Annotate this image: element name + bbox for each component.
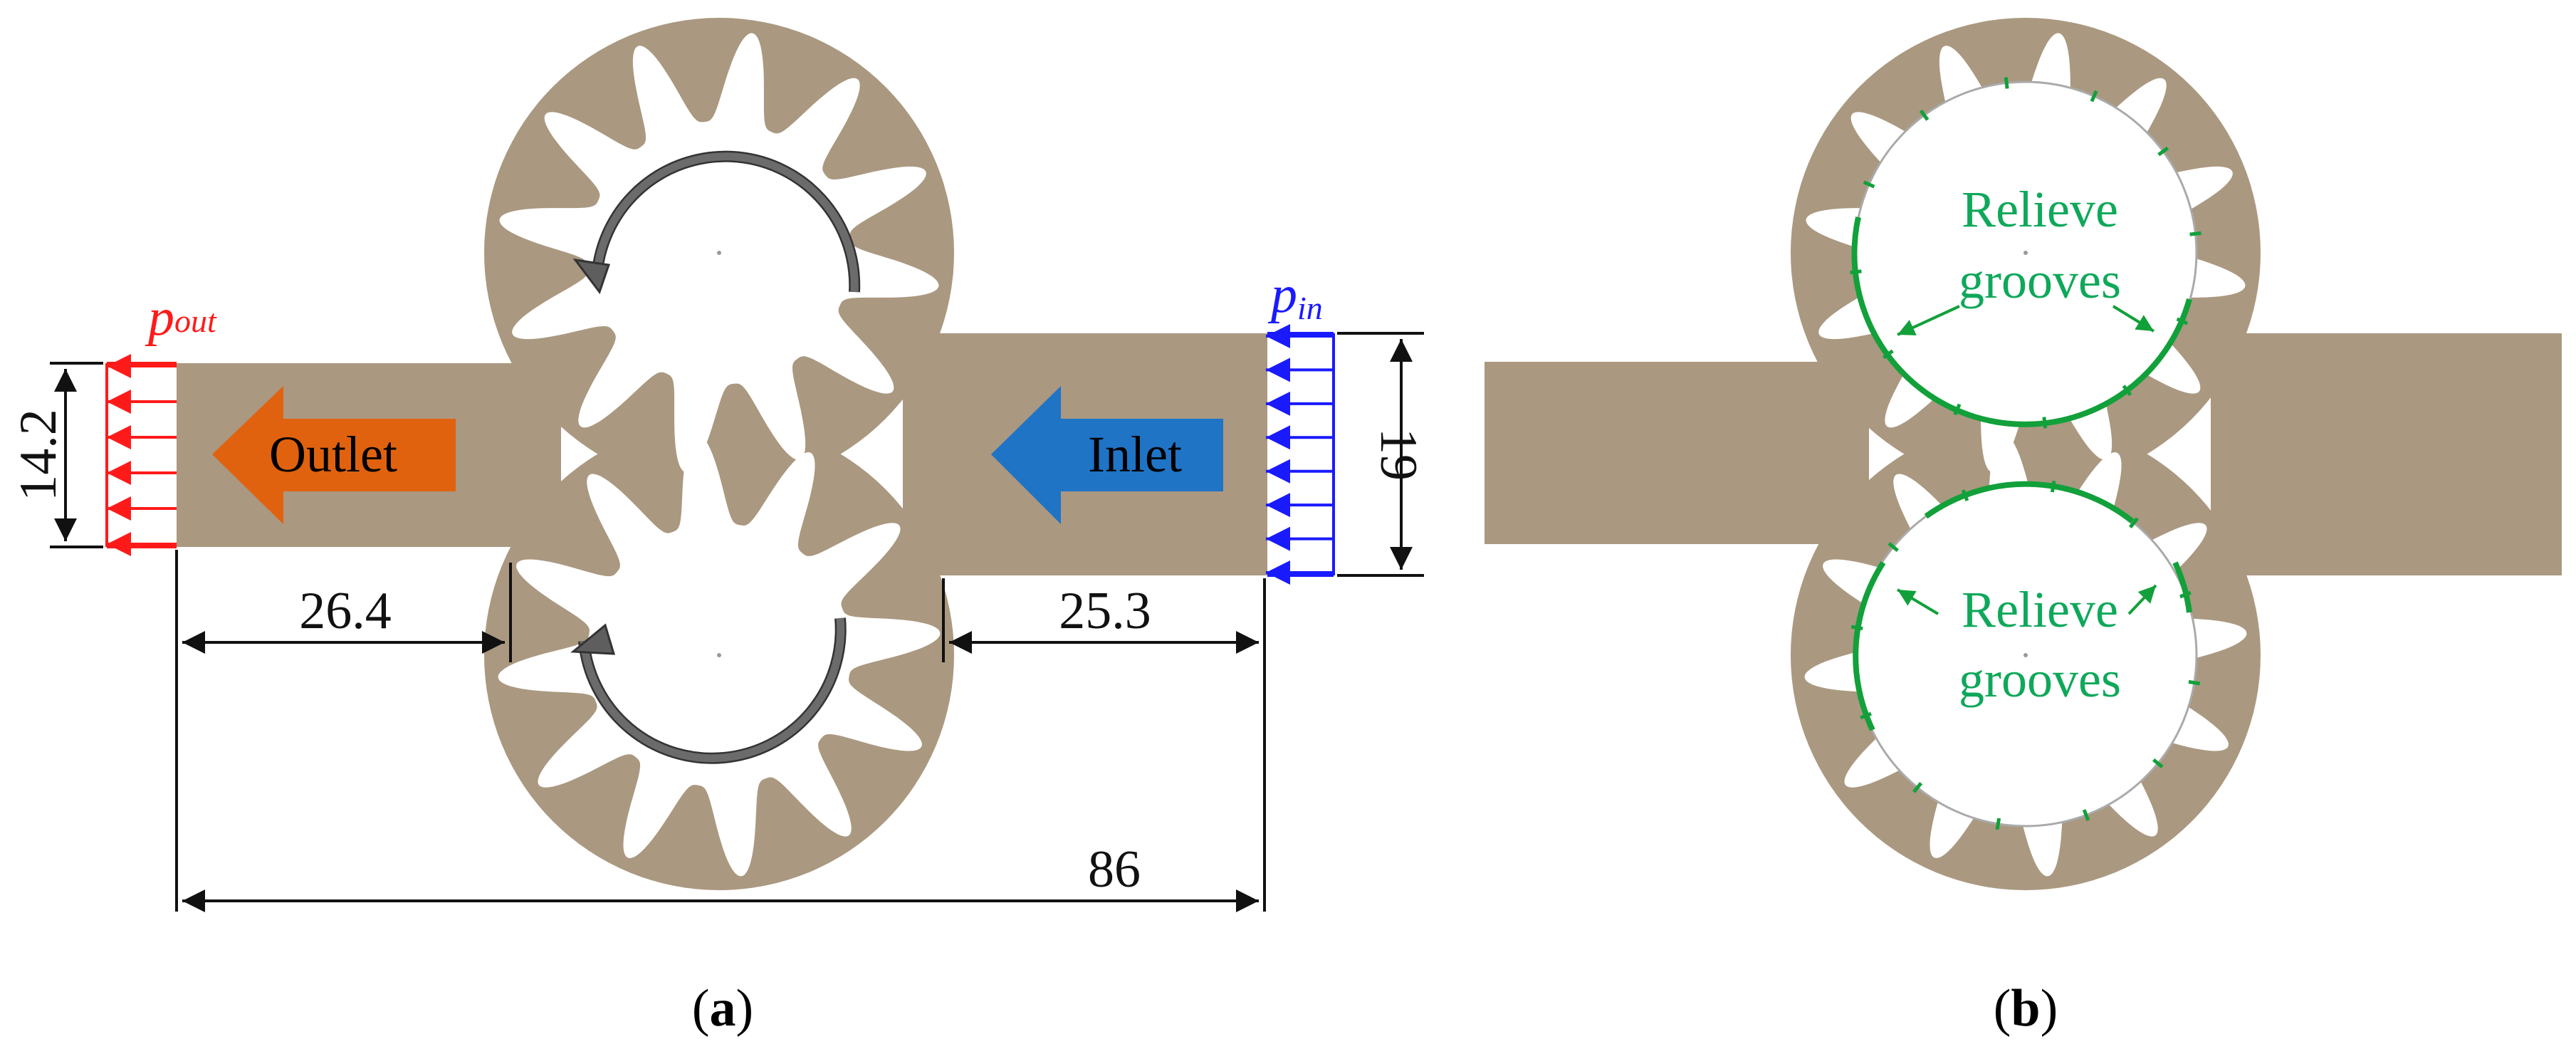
lower-groove-label-line1: Relieve: [1962, 581, 2118, 638]
dim-inlet-length: [942, 578, 1266, 912]
groove-tick: [2128, 517, 2139, 528]
upper-gear-center-b: [2023, 251, 2028, 255]
groove-tick: [1919, 109, 1930, 121]
outlet-pressure-arrows: [105, 354, 177, 556]
groove-tick: [1860, 711, 1872, 720]
inlet-channel-b: [2211, 333, 2562, 575]
dim-inlet-length-label: 25.3: [1059, 582, 1151, 640]
panel-b: Relieve grooves Relieve grooves (b): [1485, 18, 2562, 1038]
caption-b: (b): [1994, 979, 2058, 1038]
groove-tick: [1882, 349, 1894, 360]
groove-tick: [2090, 90, 2098, 103]
upper-rotation-arrow-fill: [592, 152, 859, 293]
upper-rotation-arrowhead: [572, 258, 611, 295]
upper-gear-center: [717, 251, 721, 255]
groove-pointer-arrows: [1896, 305, 2157, 615]
pressure-arrowhead: [107, 496, 131, 521]
pressure-arrowhead: [1266, 560, 1290, 585]
outlet-arrow: [212, 386, 456, 524]
pressure-arrowhead: [1266, 324, 1290, 348]
inlet-label: Inlet: [1088, 426, 1182, 483]
lower-groove-label-line2: grooves: [1959, 651, 2121, 708]
inlet-pressure-arrows: [1266, 324, 1335, 585]
pressure-arrowhead: [1266, 425, 1290, 450]
pressure-arrowhead: [1266, 493, 1290, 518]
inlet-arrow: [991, 386, 1223, 524]
pressure-arrowhead: [1266, 459, 1290, 484]
pressure-arrowhead: [107, 461, 131, 485]
p-out-label: pout: [145, 288, 217, 347]
outlet-label: Outlet: [269, 426, 397, 483]
pressure-arrowhead: [1266, 526, 1290, 551]
groove-tick: [1863, 180, 1875, 189]
panel-a: Outlet Inlet pout pin 14.2: [9, 18, 1428, 1038]
dim-outlet-height: [50, 362, 103, 548]
groove-tick: [1850, 269, 1862, 275]
lower-gear-center: [717, 653, 721, 657]
groove-tick: [2176, 317, 2189, 325]
dim-outlet-height-label: 14.2: [9, 409, 68, 501]
pressure-arrowhead: [107, 532, 131, 556]
groove-tick: [2082, 809, 2090, 821]
groove-ticks: [1850, 77, 2201, 830]
dim-inlet-height-label: 19: [1369, 428, 1428, 481]
p-in-label: pin: [1267, 266, 1323, 326]
lower-rotation-arrowhead: [570, 623, 616, 655]
groove-tick: [2189, 231, 2201, 236]
groove-tick: [2004, 77, 2009, 89]
groove-tick: [1953, 403, 1962, 416]
groove-tick: [2157, 146, 2169, 157]
lower-gear-center-b: [2023, 653, 2028, 657]
pressure-arrowhead: [107, 425, 131, 449]
groove-tick: [2050, 480, 2056, 493]
lower-rotation-arrow-fill: [580, 617, 845, 763]
upper-relieve-groove: [1851, 216, 2192, 427]
lower-relieve-groove: [1853, 481, 2192, 731]
dim-inlet-height: [1337, 332, 1424, 577]
groove-tick: [2152, 758, 2164, 768]
dim-outlet-length-label: 26.4: [299, 582, 392, 640]
groove-tick: [1961, 489, 1969, 501]
groove-tick: [1888, 542, 1899, 553]
upper-groove-label-line1: Relieve: [1962, 181, 2118, 238]
groove-tick: [2188, 679, 2201, 686]
pressure-arrowhead: [1266, 391, 1290, 416]
caption-a: (a): [692, 979, 753, 1038]
groove-tick: [2122, 385, 2132, 397]
groove-tick: [1850, 625, 1863, 631]
pressure-arrowhead: [107, 354, 131, 378]
dim-total-length-label: 86: [1088, 840, 1141, 899]
groove-tick: [1912, 782, 1923, 793]
groove-tick: [1995, 818, 2001, 830]
pressure-arrowhead: [1266, 358, 1290, 382]
pressure-arrowhead: [107, 390, 131, 414]
outlet-channel-b: [1485, 362, 1869, 544]
groove-tick: [2042, 417, 2048, 429]
groove-tick: [2179, 590, 2192, 599]
dim-outlet-length: [175, 550, 512, 912]
upper-groove-label-line2: grooves: [1959, 252, 2121, 309]
